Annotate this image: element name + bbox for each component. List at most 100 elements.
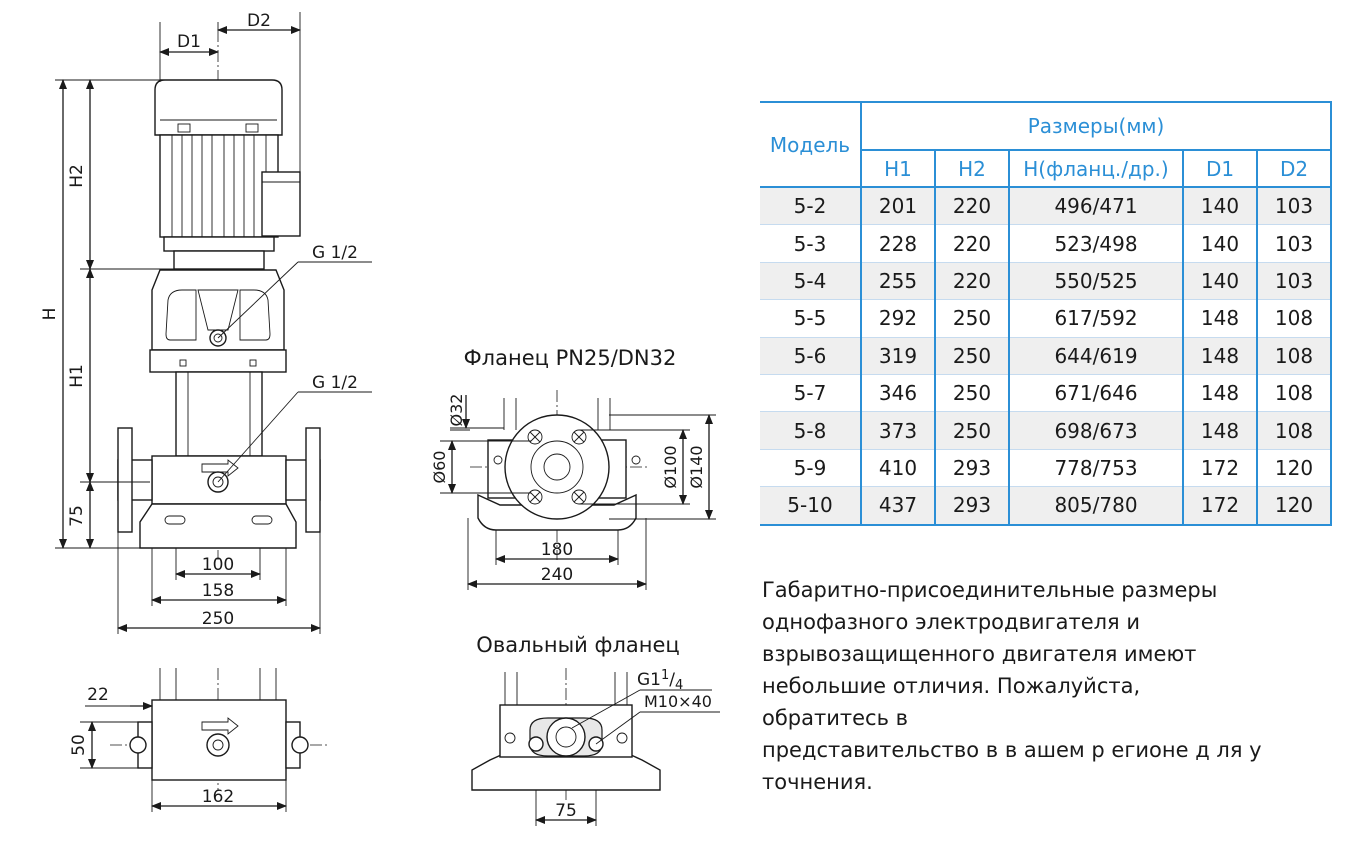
table-cell: 108 — [1256, 337, 1332, 375]
dim-240: 240 — [541, 565, 573, 585]
dimensions-table: Модель Размеры(мм) H1 H2 H(фланц./др.) D… — [760, 101, 1332, 526]
dim-d1: D1 — [177, 32, 201, 52]
dim-250: 250 — [202, 609, 234, 629]
bolt-label: M10×40 — [644, 692, 712, 711]
model-cell: 5-10 — [760, 486, 861, 526]
table-cell: 148 — [1182, 374, 1257, 413]
note-text: Габаритно-присоединительные размеры одно… — [762, 578, 1262, 794]
pump-elevation-drawing: D1 D2 H H2 H1 75 G 1/2 G 1/2 100 158 — [40, 11, 372, 634]
dimensions-group-header: Размеры(мм) — [860, 101, 1332, 150]
table-cell: 373 — [860, 411, 935, 450]
round-flange-title: Фланец PN25/DN32 — [464, 346, 677, 370]
base-plan-drawing: 162 22 50 — [69, 668, 330, 812]
table-cell: 250 — [934, 299, 1009, 338]
g-upper-label: G 1/2 — [312, 243, 358, 263]
col-header: H1 — [860, 149, 935, 188]
model-cell: 5-4 — [760, 262, 861, 301]
table-cell: 255 — [860, 262, 935, 301]
model-cell: 5-7 — [760, 374, 861, 413]
model-cell: 5-5 — [760, 299, 861, 338]
table-cell: 120 — [1256, 449, 1332, 488]
table-cell: 103 — [1256, 187, 1332, 226]
model-column-header: Модель — [760, 101, 861, 188]
col-header: H(фланц./др.) — [1008, 149, 1183, 188]
table-cell: 120 — [1256, 486, 1332, 526]
table-cell: 172 — [1182, 486, 1257, 526]
table-cell: 220 — [934, 224, 1009, 263]
dim-h: H — [40, 308, 60, 321]
table-cell: 292 — [860, 299, 935, 338]
table-cell: 250 — [934, 411, 1009, 450]
table-cell: 293 — [934, 449, 1009, 488]
col-header: H2 — [934, 149, 1009, 188]
model-cell: 5-8 — [760, 411, 861, 450]
table-cell: 140 — [1182, 224, 1257, 263]
dim-d32: Ø32 — [447, 394, 466, 427]
table-cell: 778/753 — [1008, 449, 1183, 488]
round-flange-drawing: Фланец PN25/DN32 Ø32 Ø60 — [430, 346, 716, 590]
dim-h2: H2 — [67, 164, 87, 188]
dim-h1: H1 — [67, 364, 87, 388]
table-cell: 644/619 — [1008, 337, 1183, 375]
table-cell: 496/471 — [1008, 187, 1183, 226]
table-cell: 319 — [860, 337, 935, 375]
table-cell: 671/646 — [1008, 374, 1183, 413]
model-cell: 5-3 — [760, 224, 861, 263]
dim-158: 158 — [202, 581, 234, 601]
table-cell: 410 — [860, 449, 935, 488]
col-header: D1 — [1182, 149, 1257, 188]
dim-100: 100 — [202, 555, 234, 575]
model-cell: 5-9 — [760, 449, 861, 488]
table-cell: 220 — [934, 262, 1009, 301]
table-cell: 148 — [1182, 337, 1257, 375]
table-cell: 293 — [934, 486, 1009, 526]
table-cell: 103 — [1256, 262, 1332, 301]
table-cell: 228 — [860, 224, 935, 263]
table-cell: 148 — [1182, 299, 1257, 338]
oval-flange-drawing: Овальный фланец G11/4 M10×40 75 — [471, 633, 720, 826]
table-cell: 805/780 — [1008, 486, 1183, 526]
table-cell: 550/525 — [1008, 262, 1183, 301]
table-cell: 437 — [860, 486, 935, 526]
dim-162: 162 — [202, 787, 234, 807]
table-cell: 172 — [1182, 449, 1257, 488]
model-cell: 5-2 — [760, 187, 861, 226]
dim-d100: Ø100 — [661, 445, 680, 488]
dim-180: 180 — [541, 540, 573, 560]
dim-50: 50 — [69, 734, 89, 756]
table-cell: 250 — [934, 374, 1009, 413]
dim-75: 75 — [67, 505, 87, 527]
thread-label: G11/4 — [637, 668, 683, 693]
table-cell: 346 — [860, 374, 935, 413]
oval-flange-title: Овальный фланец — [476, 633, 679, 657]
table-cell: 201 — [860, 187, 935, 226]
dim-d2: D2 — [247, 11, 271, 31]
dim-22: 22 — [87, 685, 109, 705]
table-cell: 250 — [934, 337, 1009, 375]
table-cell: 108 — [1256, 411, 1332, 450]
flange-bolt-holes — [527, 429, 587, 505]
model-cell: 5-6 — [760, 337, 861, 375]
table-cell: 140 — [1182, 262, 1257, 301]
table-cell: 220 — [934, 187, 1009, 226]
table-cell: 140 — [1182, 187, 1257, 226]
table-cell: 698/673 — [1008, 411, 1183, 450]
table-cell: 103 — [1256, 224, 1332, 263]
dim-d140: Ø140 — [687, 445, 706, 488]
g-lower-label: G 1/2 — [312, 373, 358, 393]
col-header: D2 — [1256, 149, 1332, 188]
dim-oval-75: 75 — [555, 801, 577, 821]
table-cell: 108 — [1256, 299, 1332, 338]
dim-d60: Ø60 — [430, 451, 449, 484]
table-cell: 108 — [1256, 374, 1332, 413]
